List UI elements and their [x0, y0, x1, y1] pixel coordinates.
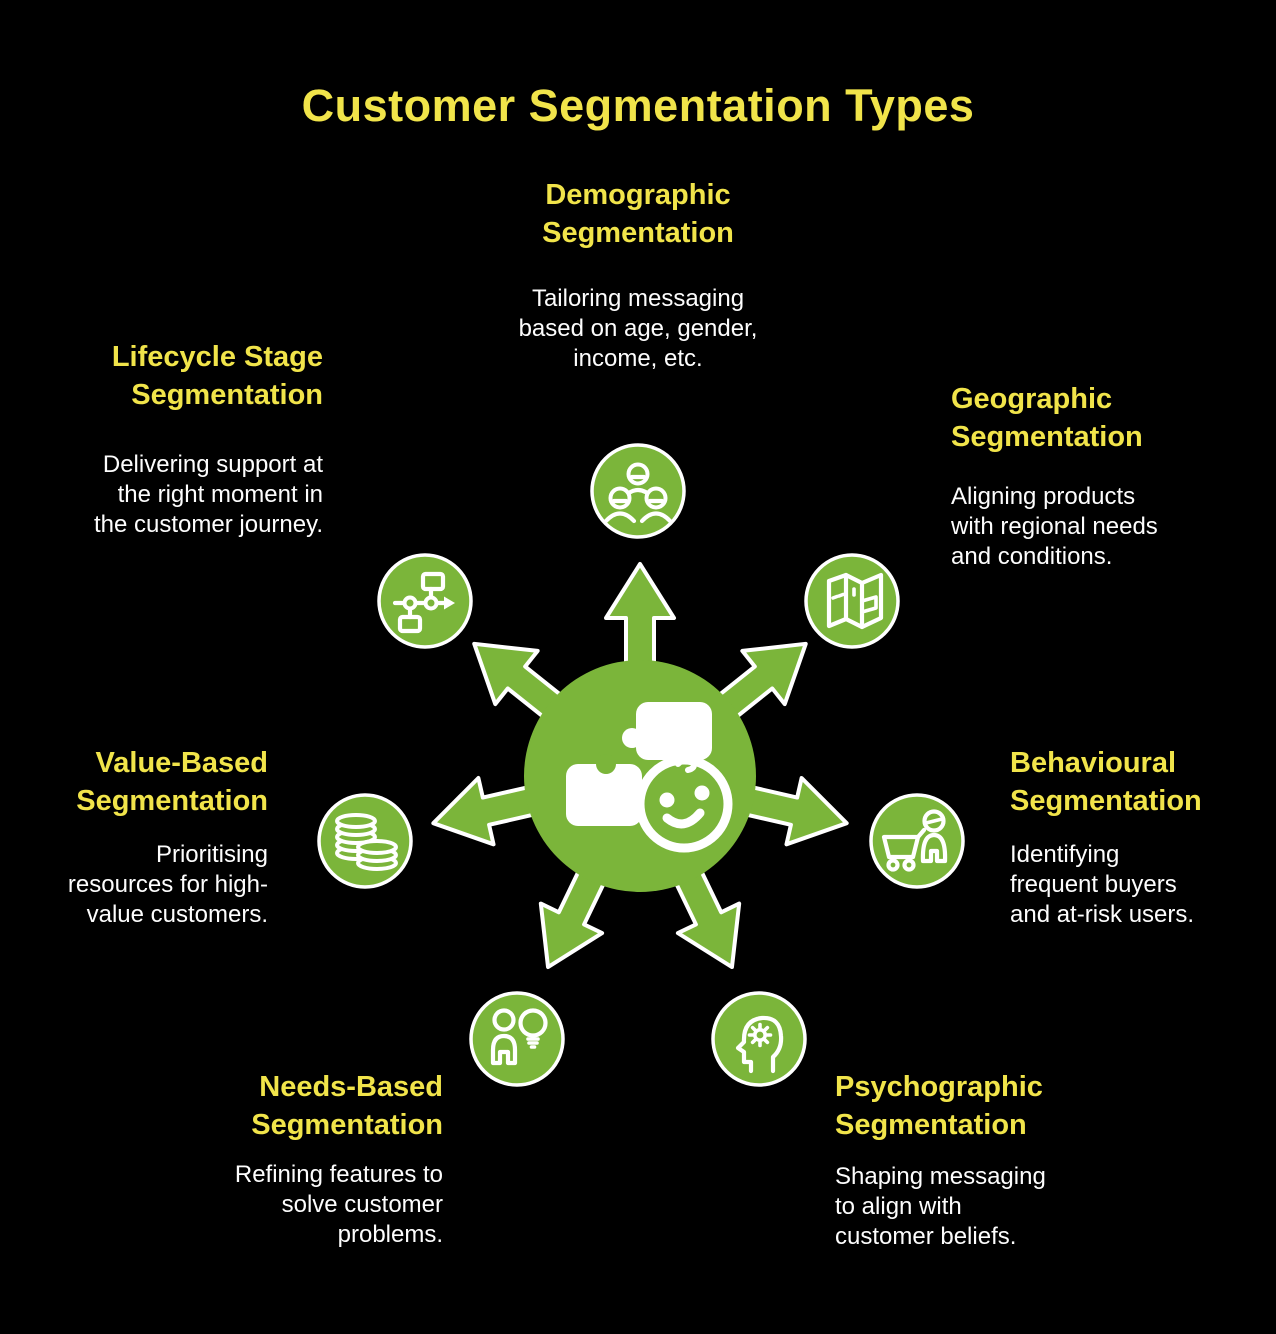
segment-block-lifecycle: Lifecycle Stage Segmentation Delivering …	[60, 338, 323, 540]
hub-diagram	[431, 562, 849, 970]
face-badge	[635, 755, 733, 853]
segment-description-lifecycle: Delivering support at the right moment i…	[94, 451, 323, 538]
page-title: Customer Segmentation Types	[301, 80, 975, 131]
map-icon	[826, 572, 884, 630]
head-gear-icon	[735, 1015, 784, 1074]
segment-description-needs-based: Refining features to solve customer prob…	[234, 1161, 443, 1248]
people-group-icon	[603, 462, 673, 524]
segment-block-value-based: Value-Based Segmentation Prioritising re…	[40, 744, 268, 930]
segment-description-psychographic: Shaping messaging to align with customer…	[835, 1163, 1046, 1250]
demographic-node	[590, 443, 686, 539]
lifecycle-node	[377, 553, 473, 649]
segment-heading-behavioural: Behavioural Segmentation	[1010, 747, 1202, 817]
segment-block-needs-based: Needs-Based Segmentation Refining featur…	[200, 1068, 443, 1250]
segment-heading-value-based: Value-Based Segmentation	[76, 747, 268, 817]
segment-heading-psychographic: Psychographic Segmentation	[835, 1071, 1043, 1141]
segment-description-value-based: Prioritising resources for high- value c…	[67, 841, 268, 928]
geographic-node	[804, 553, 900, 649]
needs-based-node	[469, 991, 565, 1087]
psychographic-node	[711, 991, 807, 1087]
segment-block-behavioural: Behavioural Segmentation Identifying fre…	[1010, 744, 1255, 930]
person-bulb-icon	[490, 1008, 548, 1066]
cart-person-icon	[881, 809, 948, 872]
puzzle-face-icon	[566, 702, 733, 853]
segment-heading-demographic: Demographic Segmentation	[542, 179, 734, 249]
segment-heading-needs-based: Needs-Based Segmentation	[251, 1071, 443, 1141]
segment-block-geographic: Geographic Segmentation Aligning product…	[951, 380, 1196, 572]
segment-description-demographic: Tailoring messaging based on age, gender…	[518, 285, 758, 372]
segment-block-psychographic: Psychographic Segmentation Shaping messa…	[835, 1068, 1085, 1252]
segment-description-behavioural: Identifying frequent buyers and at-risk …	[1010, 841, 1195, 928]
segment-description-geographic: Aligning products with regional needs an…	[951, 483, 1158, 570]
behavioural-node	[869, 793, 965, 889]
segment-heading-lifecycle: Lifecycle Stage Segmentation	[111, 341, 323, 411]
segment-block-demographic: Demographic Segmentation Tailoring messa…	[418, 176, 858, 374]
flowchart-icon	[392, 571, 455, 634]
segment-heading-geographic: Geographic Segmentation	[951, 383, 1143, 453]
coins-icon	[335, 813, 398, 871]
value-based-node	[317, 793, 413, 889]
